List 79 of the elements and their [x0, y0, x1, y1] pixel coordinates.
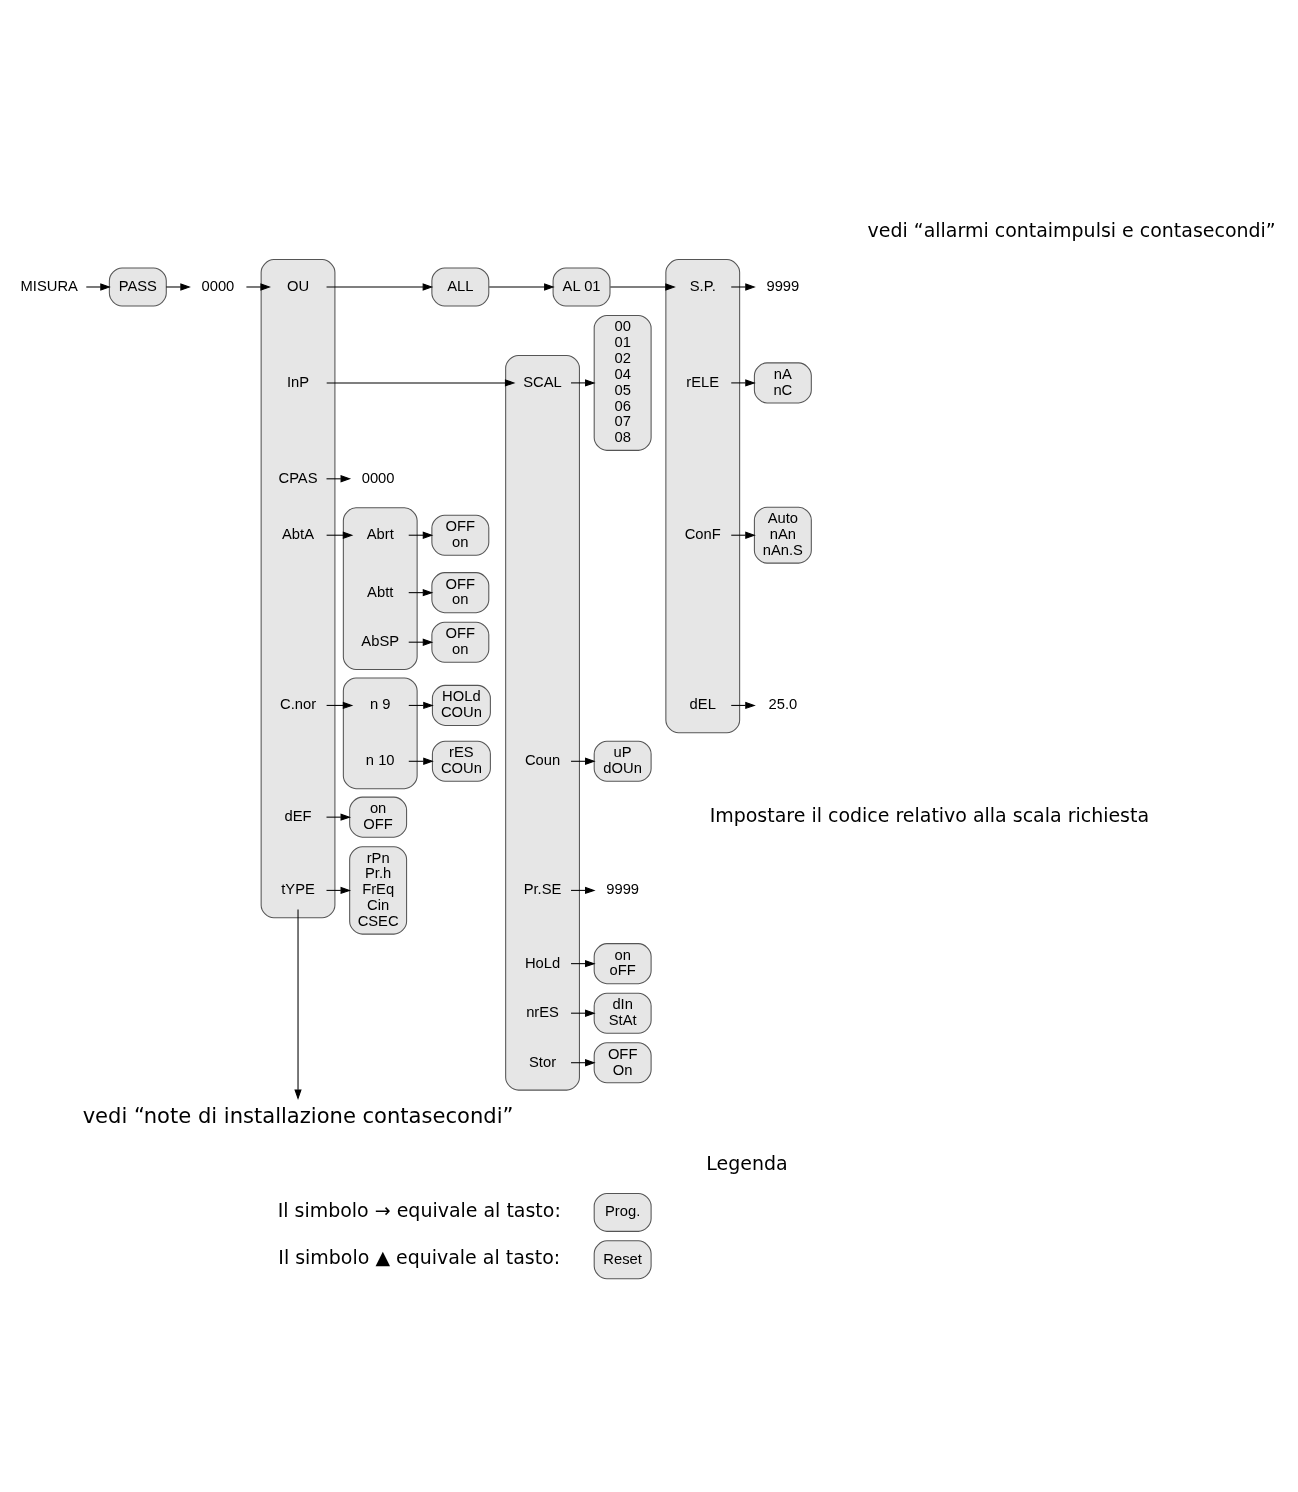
arrow — [570, 1009, 596, 1017]
node-text: AbSP — [361, 633, 400, 650]
arrow — [408, 588, 434, 597]
node-text: dEF — [284, 808, 312, 825]
arrow — [730, 531, 756, 539]
arrow — [570, 379, 596, 387]
node-box: on oFF — [593, 943, 652, 985]
node-text: 9999 — [606, 881, 640, 898]
arrow — [326, 283, 434, 291]
node-text: rELE — [686, 373, 720, 390]
node-text: 25.0 — [768, 696, 798, 713]
node-text: OU — [286, 277, 310, 294]
node-text: n 9 — [369, 696, 391, 713]
label: Impostare il codice relativo alla scala richiesta — [709, 803, 1150, 826]
node-box: rPn Pr.h FrEq Cin CSEC — [349, 846, 408, 935]
node-text: n 10 — [365, 752, 395, 769]
node-box: rES COUn — [431, 740, 491, 782]
arrow — [294, 908, 302, 1100]
node-text: nrES — [526, 1004, 559, 1021]
node-text: SCAL — [523, 373, 562, 390]
node-text: 9999 — [766, 277, 800, 294]
node-text: C.nor — [279, 696, 317, 713]
arrow — [85, 283, 111, 291]
node-text: HoLd — [524, 954, 561, 971]
arrow — [408, 638, 434, 646]
node-text: ConF — [684, 526, 721, 543]
node-box: HOLd COUn — [431, 684, 491, 726]
node-box: Reset — [593, 1240, 652, 1280]
node-text: Abrt — [366, 526, 394, 543]
node-text: Stor — [529, 1053, 557, 1070]
node-box: OFF On — [593, 1042, 652, 1084]
node-box: OFF on — [431, 621, 490, 663]
arrow — [570, 757, 596, 765]
node-text: 0000 — [201, 277, 235, 294]
arrow — [325, 813, 352, 821]
arrow — [245, 283, 271, 291]
arrow — [730, 283, 756, 291]
label: Il simbolo ▲ equivale al tasto: — [278, 1246, 561, 1269]
node-text: 0000 — [361, 469, 395, 486]
node-box: ALL — [431, 267, 490, 307]
arrow — [570, 1059, 596, 1067]
node-box: on OFF — [349, 796, 408, 838]
arrow — [408, 701, 434, 710]
node-box: dIn StAt — [593, 992, 652, 1034]
node-text: dEL — [689, 696, 716, 713]
label: Il simbolo → equivale al tasto: — [277, 1199, 561, 1222]
node-box: AL 01 — [552, 267, 611, 307]
node-text: Pr.SE — [523, 881, 562, 898]
arrow — [326, 379, 516, 387]
arrow — [488, 283, 555, 291]
node-text: vedi “note di installazione contasecondi” — [82, 1102, 514, 1128]
node-box: Prog. — [593, 1192, 652, 1232]
node-text: Coun — [524, 752, 561, 769]
arrow — [609, 283, 676, 291]
arrow — [730, 379, 756, 387]
label: vedi “allarmi contaimpulsi e contasecondi” — [867, 218, 1276, 241]
arrow — [326, 531, 354, 539]
node-box: Auto nAn nAn.S — [753, 506, 812, 564]
node-box: OFF on — [431, 572, 490, 614]
label: Legenda — [706, 1151, 788, 1174]
node-box: OFF on — [431, 514, 490, 556]
node-text: InP — [286, 373, 310, 390]
node-box: nA nC — [753, 362, 812, 404]
arrow — [570, 959, 596, 968]
node-text: S.P. — [689, 277, 716, 294]
node-text: CPAS — [278, 469, 318, 486]
node-text: tYPE — [281, 881, 315, 898]
node-text: Abtt — [367, 583, 394, 600]
node-box: 00 01 02 04 05 06 07 08 — [593, 314, 652, 451]
arrow — [730, 701, 756, 710]
node-text: AbtA — [282, 526, 315, 543]
arrow — [326, 701, 354, 710]
arrow — [408, 531, 434, 539]
node-box: PASS — [108, 267, 167, 307]
node-text: MISURA — [20, 277, 78, 294]
arrow — [570, 886, 596, 895]
node-box: uP dOUn — [593, 740, 652, 782]
arrow — [408, 757, 434, 765]
arrow — [165, 283, 191, 291]
